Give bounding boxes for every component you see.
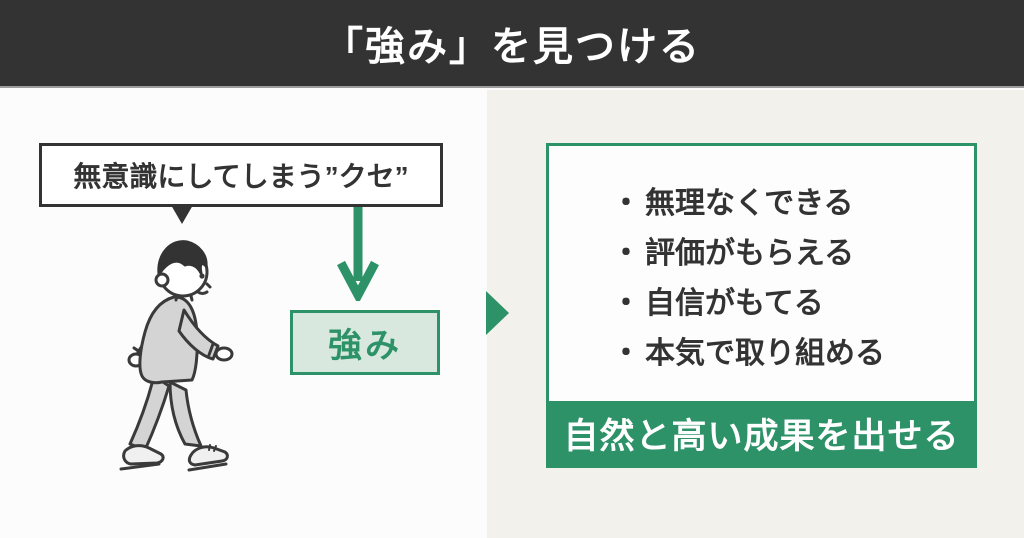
habit-speech-bubble: 無意識にしてしまう”クセ” xyxy=(39,143,443,207)
result-band-label: 自然と高い成果を出せる xyxy=(563,416,960,456)
bullet-marker: ・ xyxy=(611,237,641,270)
speech-bubble-pointer-icon xyxy=(171,205,193,224)
bullet-text: 無理なくできる xyxy=(645,187,854,220)
bullet-marker: ・ xyxy=(611,287,641,320)
strength-box: 強み xyxy=(290,310,440,375)
list-item: ・ 評価がもらえる xyxy=(611,225,964,275)
bullet-text: 本気で取り組める xyxy=(645,337,885,370)
benefits-list: ・ 無理なくできる ・ 評価がもらえる ・ 自信がもてる ・ 本気で取り組める xyxy=(549,146,974,401)
bullet-text: 自信がもてる xyxy=(645,287,824,320)
habit-speech-bubble-label: 無意識にしてしまう”クセ” xyxy=(73,161,409,192)
bullet-marker: ・ xyxy=(611,187,641,220)
page-title: 「強み」を見つける xyxy=(323,25,701,69)
bullet-marker: ・ xyxy=(611,337,641,370)
list-item: ・ 本気で取り組める xyxy=(611,325,964,375)
arrow-down-icon xyxy=(337,205,379,301)
arrow-right-icon xyxy=(486,291,509,335)
strength-box-label: 強み xyxy=(328,327,402,365)
result-band: 自然と高い成果を出せる xyxy=(549,401,974,465)
benefits-box: ・ 無理なくできる ・ 評価がもらえる ・ 自信がもてる ・ 本気で取り組める … xyxy=(546,143,977,468)
walking-person-illustration xyxy=(119,240,234,472)
header-bar: 「強み」を見つける xyxy=(0,0,1024,88)
bullet-text: 評価がもらえる xyxy=(645,237,855,270)
list-item: ・ 自信がもてる xyxy=(611,275,964,325)
list-item: ・ 無理なくできる xyxy=(611,175,964,225)
